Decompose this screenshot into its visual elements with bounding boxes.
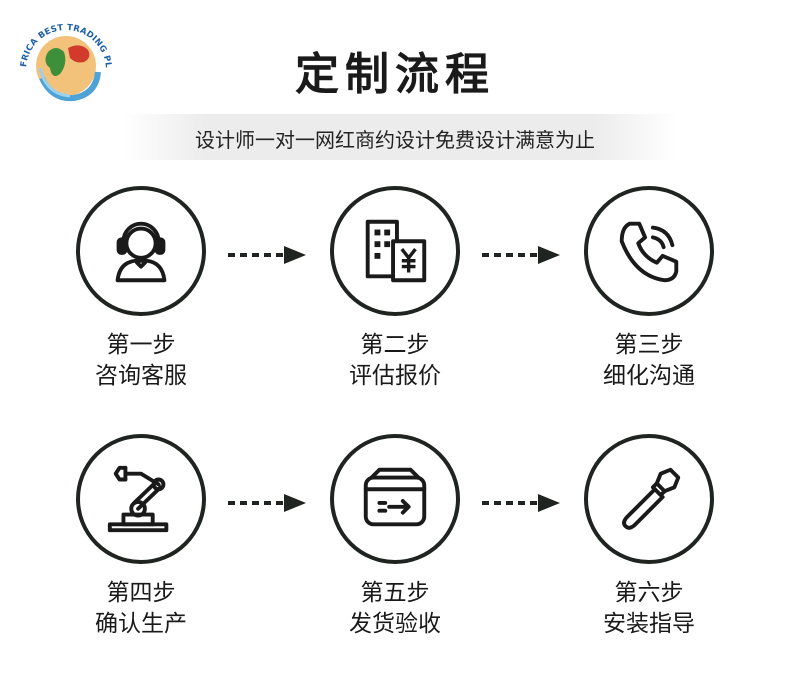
step-communicate: 第三步 细化沟通 (574, 186, 724, 392)
screwdriver-icon (622, 467, 681, 530)
step-number: 第一步 (106, 332, 176, 358)
step-delivery: 第五步 发货验收 (320, 434, 470, 640)
step-name: 咨询客服 (95, 363, 187, 389)
step-circle (76, 434, 206, 564)
arrow-right-icon (482, 246, 560, 264)
step-number: 第五步 (360, 580, 430, 606)
step-name: 确认生产 (95, 611, 187, 637)
step-circle (584, 186, 714, 316)
step-production: 第四步 确认生产 (66, 434, 216, 640)
step-name: 细化沟通 (603, 363, 695, 389)
phone-icon (619, 221, 679, 283)
step-number: 第二步 (360, 332, 430, 358)
step-number: 第四步 (106, 580, 176, 606)
arrow-right-icon (228, 494, 306, 512)
step-circle (330, 434, 460, 564)
step-number: 第三步 (614, 332, 684, 358)
delivery-box-icon (363, 467, 427, 527)
step-circle (584, 434, 714, 564)
page-title: 定制流程 (295, 49, 495, 100)
arrow-right-icon (482, 494, 560, 512)
globe-logo-icon: CHINA-AFRICA BEST TRADING PLATFORM (12, 8, 113, 102)
building-yuan-icon (365, 219, 427, 283)
step-name: 发货验收 (349, 611, 441, 637)
step-name: 安装指导 (603, 611, 695, 637)
robot-arm-icon (107, 465, 169, 533)
headset-agent-icon (115, 221, 167, 283)
arrow-right-icon (228, 246, 306, 264)
subtitle-background (123, 114, 677, 160)
page-subtitle: 设计师一对一网红商约设计免费设计满意为止 (195, 128, 595, 152)
step-quote: 第二步 评估报价 (320, 186, 470, 392)
step-circle (330, 186, 460, 316)
step-installation: 第六步 安装指导 (574, 434, 724, 640)
step-circle (76, 186, 206, 316)
step-number: 第六步 (614, 580, 684, 606)
step-name: 评估报价 (349, 363, 441, 389)
step-consult: 第一步 咨询客服 (66, 186, 216, 392)
